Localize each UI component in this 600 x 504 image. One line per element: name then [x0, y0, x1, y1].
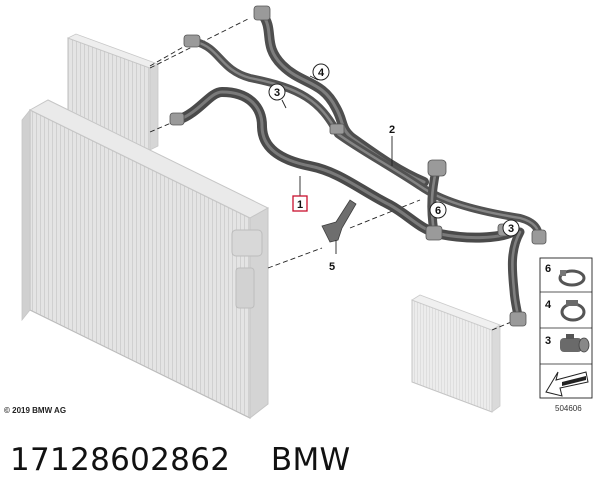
- legend-item-3: 3: [545, 334, 590, 353]
- spring-clamp-icon: [558, 269, 586, 287]
- quick-coupling-icon: [560, 334, 590, 353]
- callout-4: 4: [312, 63, 330, 81]
- svg-text:3: 3: [545, 335, 551, 347]
- legend-item-6: 6: [545, 263, 586, 287]
- direction-arrow-icon: [545, 371, 589, 397]
- svg-text:4: 4: [318, 67, 325, 79]
- svg-text:3: 3: [274, 87, 280, 99]
- callout-6: 6: [429, 201, 447, 219]
- svg-text:1: 1: [297, 199, 303, 211]
- hose-clamp-icon: [560, 300, 586, 322]
- callout-5: 5: [329, 261, 335, 273]
- part-caption: 17128602862 BMW: [10, 442, 350, 478]
- svg-text:3: 3: [508, 223, 514, 235]
- svg-text:6: 6: [435, 205, 441, 217]
- svg-text:4: 4: [545, 299, 552, 311]
- main-radiator: [21, 99, 270, 420]
- svg-text:6: 6: [545, 263, 551, 275]
- callout-2: 2: [389, 124, 395, 136]
- diagram-reference-number: 504606: [555, 404, 582, 413]
- svg-text:2: 2: [389, 124, 395, 136]
- hose-fittings: [169, 5, 547, 327]
- parts-legend: 6 4 3: [539, 257, 593, 399]
- legend-item-4: 4: [545, 299, 586, 322]
- mounting-bracket: [321, 199, 357, 254]
- callout-3-upper: 3: [268, 83, 286, 101]
- brand-name: BMW: [270, 442, 351, 478]
- svg-text:5: 5: [329, 261, 335, 273]
- auxiliary-cooler-bottom-right: [411, 294, 501, 413]
- callout-1: 1: [292, 195, 308, 212]
- callout-3-lower: 3: [502, 219, 520, 237]
- copyright-notice: © 2019 BMW AG: [4, 406, 67, 415]
- cooling-hose-diagram: 1 2 3 4 6 3 5 6 4: [21, 5, 593, 420]
- part-number: 17128602862: [10, 442, 231, 478]
